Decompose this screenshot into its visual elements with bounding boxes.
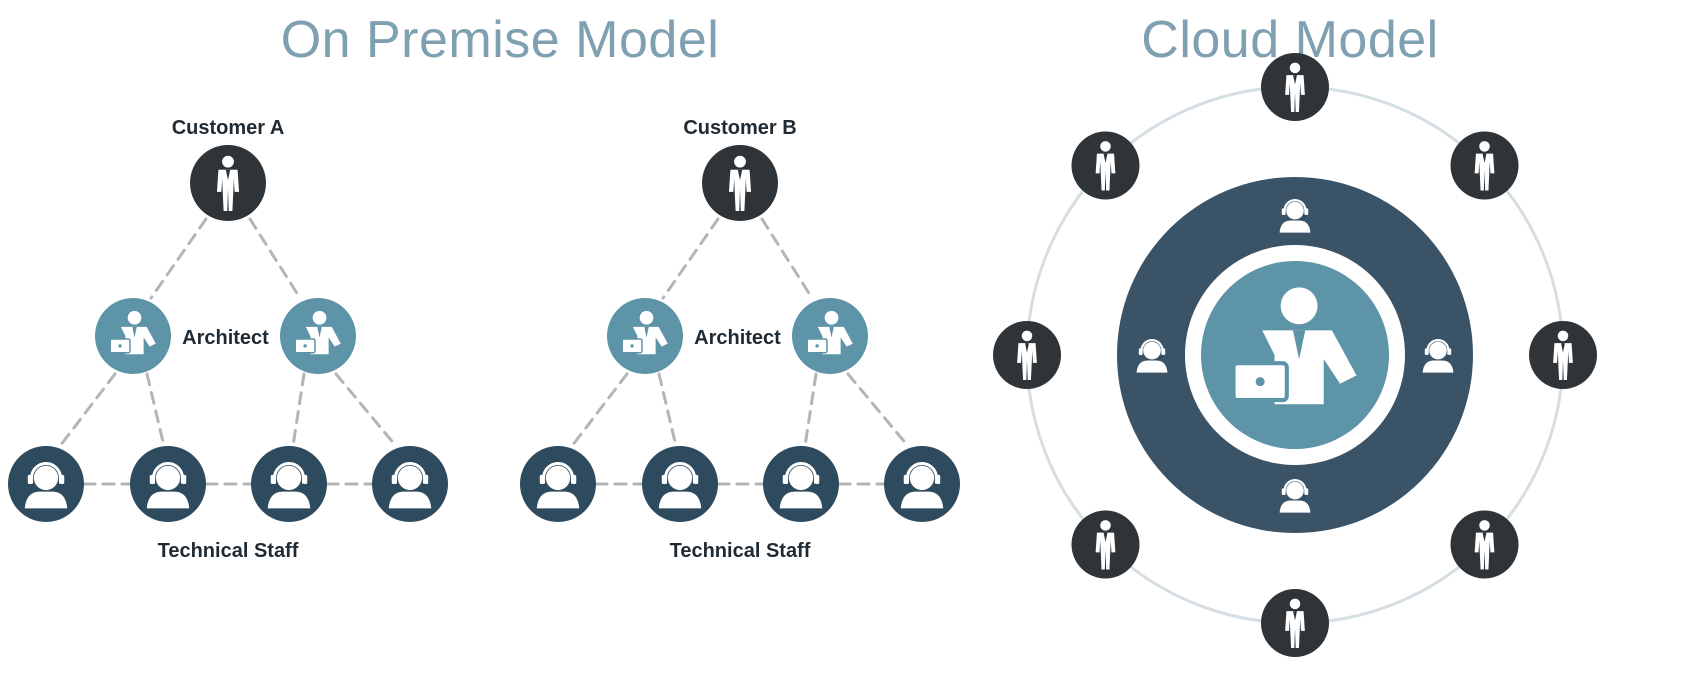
connector-architect-staff (334, 372, 398, 448)
connector-architect-staff (846, 372, 910, 448)
connector-customer-architect-left (149, 217, 208, 300)
customer-label: Customer A (172, 117, 285, 139)
cloud-customer-node (1450, 510, 1519, 579)
technical-staff-label: Technical Staff (158, 540, 299, 562)
on-premise-title: On Premise Model (280, 11, 720, 69)
cloud-customer-node (1529, 321, 1597, 389)
technical-staff-label: Technical Staff (670, 540, 811, 562)
connector-customer-architect-right (760, 217, 814, 300)
architect-node (95, 298, 171, 374)
technical-staff-node (130, 446, 206, 522)
connector-architect-staff (657, 372, 678, 448)
technical-staff-node (251, 446, 327, 522)
cloud-customer-node (1261, 53, 1329, 121)
technical-staff-node (372, 446, 448, 522)
technical-staff-node (520, 446, 596, 522)
connector-customer-architect-right (248, 217, 302, 300)
architect-label: Architect (694, 327, 781, 349)
cloud-customer-node (1071, 131, 1140, 200)
technical-staff-node (8, 446, 84, 522)
technical-staff-node (884, 446, 960, 522)
technical-staff-node (763, 446, 839, 522)
customer-node (190, 145, 266, 221)
connector-architect-staff (291, 372, 306, 448)
customer-label: Customer B (683, 117, 796, 139)
cloud-customer-node (993, 321, 1061, 389)
connector-architect-staff (803, 372, 818, 448)
connector-architect-staff (145, 372, 166, 448)
cloud-customer-node (1261, 589, 1329, 657)
architect-node (280, 298, 356, 374)
architect-node (792, 298, 868, 374)
technical-staff-node (642, 446, 718, 522)
connector-customer-architect-left (661, 217, 720, 300)
customer-node (702, 145, 778, 221)
architect-label: Architect (182, 327, 269, 349)
architect-node (607, 298, 683, 374)
cloud-customer-node (1450, 131, 1519, 200)
connector-architect-staff (570, 372, 629, 448)
connector-architect-staff (58, 372, 117, 448)
cloud-customer-node (1071, 510, 1140, 579)
